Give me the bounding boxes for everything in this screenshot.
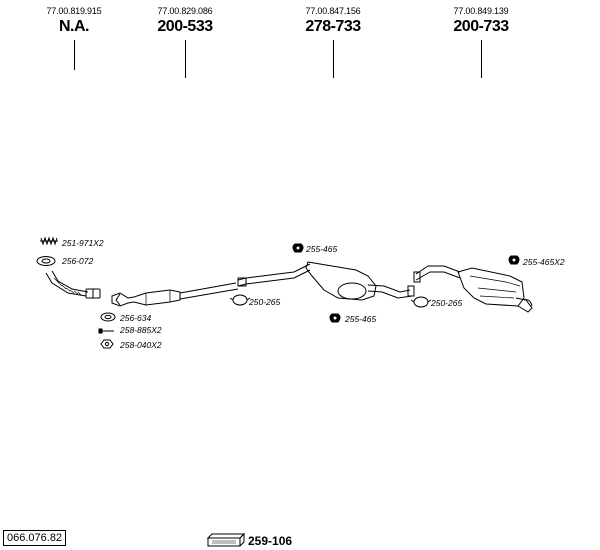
part-number: 200-533 — [157, 18, 213, 35]
hanger-icon — [292, 243, 304, 253]
reference-number: 066.076.82 — [3, 530, 67, 546]
part-number: 200-733 — [453, 18, 509, 35]
front-downpipe-icon — [45, 270, 101, 299]
leader-line — [333, 40, 334, 78]
gasket-plate-icon — [100, 312, 116, 322]
header-col-1: 77.00.819.915 N.A. — [19, 6, 129, 36]
hanger-icon — [508, 255, 520, 265]
clamp-label: 250-265 — [249, 297, 281, 307]
clamp-icon — [229, 294, 251, 306]
hanger-label: 255-465X2 — [523, 257, 565, 267]
mounting-kit-icon — [206, 532, 246, 547]
gasket-label: 256-634 — [120, 313, 152, 323]
nut-icon — [100, 339, 114, 349]
bolt-label: 258-885X2 — [120, 325, 162, 335]
oem-number: 77.00.847.156 — [305, 6, 361, 16]
kit-part-number: 259-106 — [248, 534, 293, 548]
hanger-label: 255-465 — [306, 244, 338, 254]
gasket-ring-icon — [36, 256, 56, 266]
leader-line — [185, 40, 186, 78]
rear-silencer-icon — [413, 265, 533, 313]
spring-icon — [40, 236, 58, 246]
clamp-label: 250-265 — [431, 298, 463, 308]
bolt-icon — [98, 328, 114, 334]
front-silencer-icon — [111, 282, 239, 307]
header-col-2: 77.00.829.086 200-533 — [130, 6, 240, 36]
clamp-icon — [410, 296, 432, 308]
header-col-4: 77.00.849.139 200-733 — [426, 6, 536, 36]
header-col-3: 77.00.847.156 278-733 — [278, 6, 388, 36]
part-number: 278-733 — [305, 18, 361, 35]
hanger-label: 255-465 — [345, 314, 377, 324]
hanger-icon — [329, 313, 341, 323]
spring-label: 251-971X2 — [62, 238, 104, 248]
oem-number: 77.00.819.915 — [46, 6, 102, 16]
center-silencer-icon — [237, 261, 415, 301]
leader-line — [481, 40, 482, 78]
nut-label: 258-040X2 — [120, 340, 162, 350]
gasket-ring-label: 256-072 — [62, 256, 94, 266]
leader-line — [74, 40, 75, 70]
part-number: N.A. — [59, 18, 90, 35]
oem-number: 77.00.829.086 — [157, 6, 213, 16]
oem-number: 77.00.849.139 — [453, 6, 509, 16]
